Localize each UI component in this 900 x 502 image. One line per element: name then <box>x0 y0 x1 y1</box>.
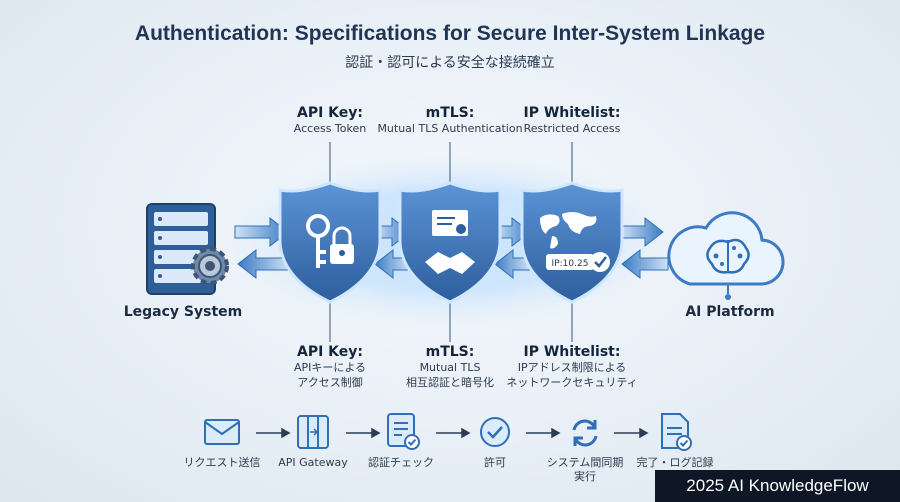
shield-ip-whitelist-icon: IP:10.25 <box>520 181 624 304</box>
document-check-icon <box>661 413 692 451</box>
return-arrows <box>237 248 669 280</box>
page-subtitle: 認証・認可による安全な接続確立 <box>345 55 555 71</box>
flow-step-request: リクエスト送信 <box>183 456 261 469</box>
gear-icon <box>191 247 229 285</box>
ai-platform-label: AI Platform <box>685 304 775 320</box>
shield-mtls-icon <box>398 181 502 304</box>
top-label-ip-whitelist: IP Whitelist: Restricted Access <box>523 105 621 135</box>
check-circle-icon <box>480 417 510 447</box>
legacy-system-label: Legacy System <box>123 304 243 320</box>
flow-step-api-gateway: API Gateway <box>278 456 348 469</box>
flow-step-permit: 許可 <box>484 456 506 469</box>
bottom-label-api-key: API Key: APIキーによる アクセス制御 <box>293 344 367 389</box>
page-title: Authentication: Specifications for Secur… <box>134 22 766 45</box>
shield-api-key-icon <box>278 181 382 304</box>
ai-cloud-brain-icon <box>667 211 785 300</box>
footer-badge: 2025 AI KnowledgeFlow <box>655 470 900 502</box>
flow-arrows <box>256 427 649 439</box>
checklist-icon <box>387 413 420 450</box>
ip-badge-text: IP:10.25 <box>552 259 589 269</box>
flow-step-complete-log: 完了・ログ記録 <box>636 456 714 469</box>
connector-lines <box>329 142 573 342</box>
flow-step-sync: システム間同期実行 <box>546 456 624 483</box>
gateway-icon <box>297 415 329 449</box>
bottom-label-ip-whitelist: IP Whitelist: IPアドレス制限による ネットワークセキュリティ <box>506 344 638 389</box>
sync-icon <box>572 419 598 447</box>
forward-arrows <box>234 216 664 248</box>
top-label-api-key: API Key: Access Token <box>293 105 367 135</box>
flow-step-auth-check: 認証チェック <box>368 456 434 469</box>
envelope-icon <box>204 419 240 445</box>
bottom-label-mtls: mTLS: Mutual TLS 相互認証と暗号化 <box>406 344 494 389</box>
top-label-mtls: mTLS: Mutual TLS Authentication <box>377 105 523 135</box>
